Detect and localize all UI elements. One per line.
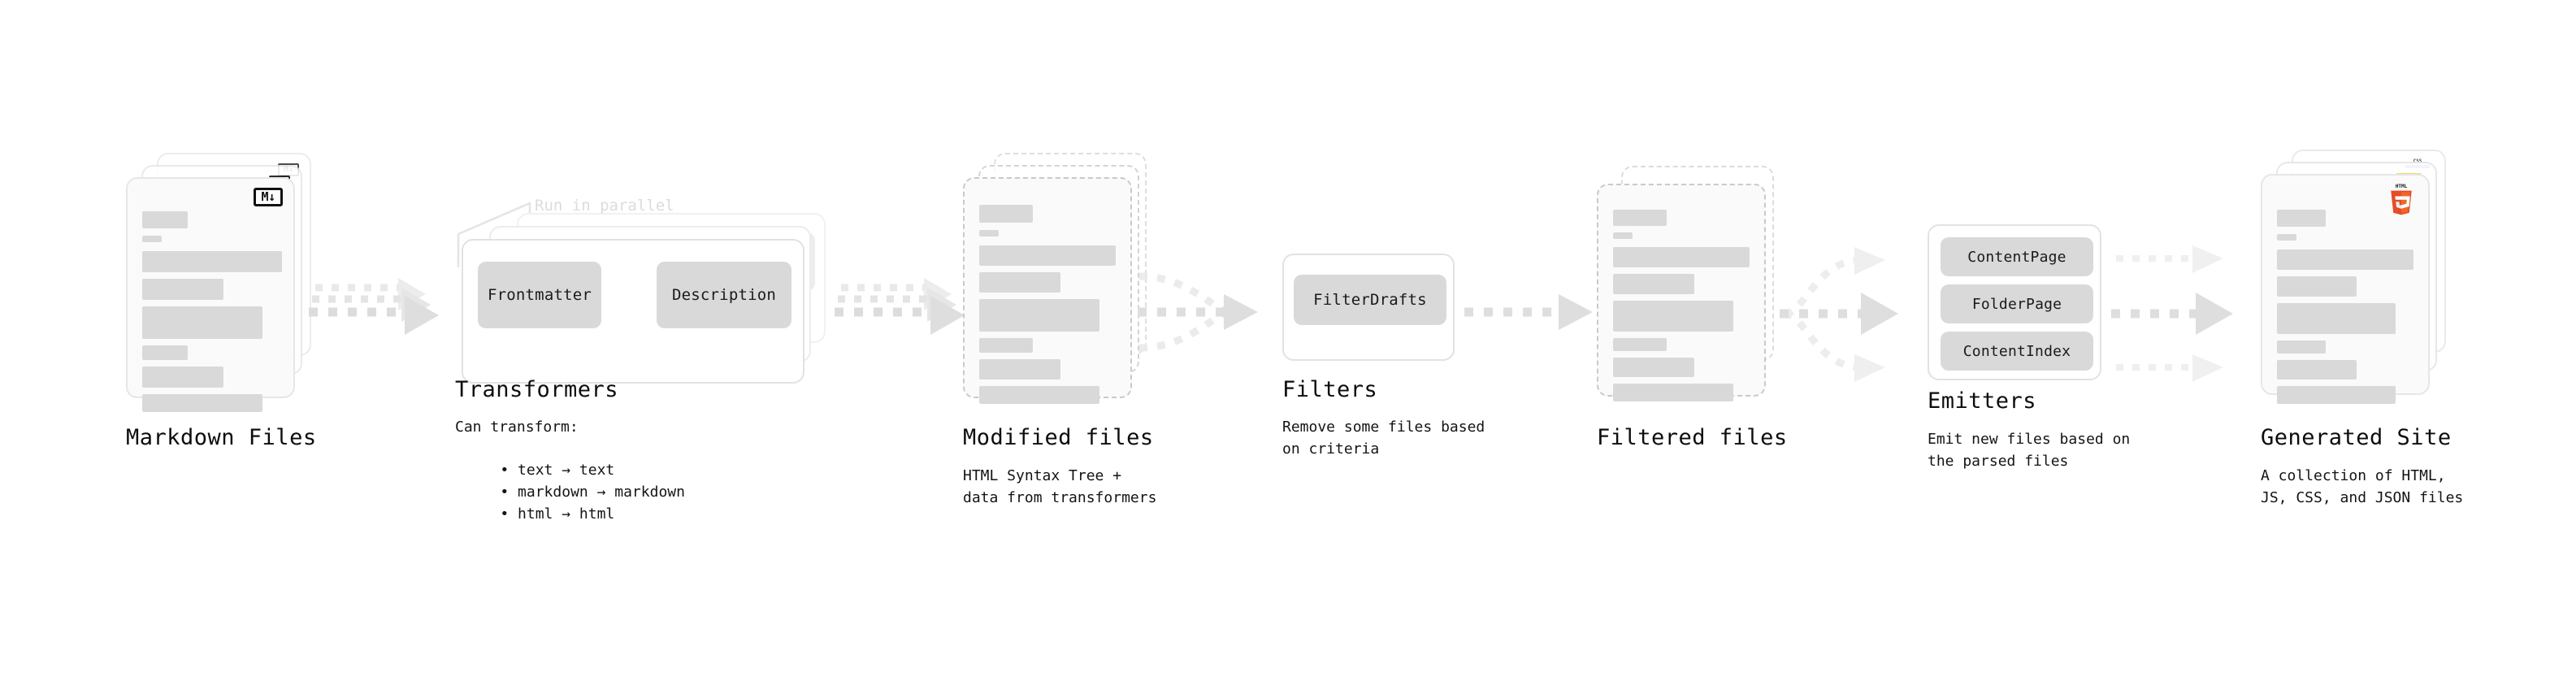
skeleton-bar bbox=[979, 245, 1116, 266]
markdown-icon: M↓ bbox=[254, 188, 283, 206]
stage-subtitle-transformers: Can transform: bbox=[455, 419, 579, 436]
filter-pill-filterdrafts[interactable]: FilterDrafts bbox=[1294, 275, 1446, 325]
skeleton-bar bbox=[1613, 301, 1733, 332]
skeleton-bar bbox=[142, 306, 262, 339]
skeleton-bar bbox=[142, 367, 223, 388]
file-skeleton bbox=[1613, 210, 1750, 401]
transform-bullet-2: • markdown → markdown bbox=[500, 484, 685, 501]
stage-title-modified-files: Modified files bbox=[963, 425, 1154, 450]
html5-icon: HTML bbox=[2387, 182, 2415, 215]
connector-transformers-to-modified bbox=[833, 276, 971, 341]
skeleton-bar bbox=[1613, 384, 1733, 401]
skeleton-bar bbox=[142, 345, 188, 360]
skeleton-bar bbox=[1613, 232, 1633, 239]
file-skeleton bbox=[2277, 210, 2413, 404]
stage-title-transformers: Transformers bbox=[455, 377, 619, 402]
stage-title-filters: Filters bbox=[1282, 377, 1378, 402]
stage-title-filtered-files: Filtered files bbox=[1597, 425, 1788, 450]
site-file-card-html: HTML bbox=[2261, 174, 2430, 404]
skeleton-bar bbox=[1613, 210, 1667, 226]
file-skeleton bbox=[979, 205, 1116, 404]
emitters-box: ContentPage FolderPage ContentIndex bbox=[1928, 224, 2101, 380]
bullet-dot: • bbox=[500, 484, 518, 501]
skeleton-bar bbox=[2277, 249, 2413, 270]
connector-filters-to-filtered bbox=[1463, 289, 1601, 338]
filters-box: FilterDrafts bbox=[1282, 254, 1455, 361]
skeleton-bar bbox=[1613, 247, 1750, 267]
skeleton-bar bbox=[142, 394, 262, 412]
connector-md-to-transformers bbox=[307, 276, 445, 341]
connector-filtered-to-emitters bbox=[1780, 236, 1926, 390]
stage-title-generated-site: Generated Site bbox=[2261, 425, 2452, 450]
stage-subtitle-generated-site: A collection of HTML, JS, CSS, and JSON … bbox=[2261, 467, 2464, 507]
modified-file-card-front bbox=[963, 177, 1132, 404]
svg-text:HTML: HTML bbox=[2396, 184, 2408, 189]
bullet-dot: • bbox=[500, 462, 518, 479]
transform-bullet-3: • html → html bbox=[500, 505, 615, 523]
markdown-file-card-front: M↓ bbox=[126, 177, 295, 412]
connector-emitters-to-site bbox=[2111, 236, 2257, 390]
skeleton-bar bbox=[2277, 210, 2326, 227]
skeleton-bar bbox=[142, 251, 282, 272]
skeleton-bar bbox=[979, 359, 1060, 380]
skeleton-bar bbox=[142, 236, 162, 242]
skeleton-bar bbox=[2277, 303, 2396, 334]
transformer-pill-frontmatter[interactable]: Frontmatter bbox=[478, 262, 601, 328]
emitter-pill-contentindex[interactable]: ContentIndex bbox=[1941, 332, 2093, 371]
stage-title-markdown-files: Markdown Files bbox=[126, 425, 317, 450]
stage-subtitle-filters: Remove some files based on criteria bbox=[1282, 419, 1485, 458]
skeleton-bar bbox=[979, 299, 1099, 332]
stage-title-emitters: Emitters bbox=[1928, 388, 2037, 414]
connector-modified-to-filters bbox=[1136, 260, 1286, 366]
transformer-box-front: Frontmatter Description bbox=[462, 239, 804, 384]
stage-subtitle-modified-files: HTML Syntax Tree + data from transformer… bbox=[963, 467, 1157, 507]
skeleton-bar bbox=[979, 205, 1033, 223]
skeleton-bar bbox=[1613, 358, 1694, 377]
bullet-dot: • bbox=[500, 505, 518, 523]
emitter-pill-contentpage[interactable]: ContentPage bbox=[1941, 237, 2093, 276]
skeleton-bar bbox=[2277, 360, 2357, 380]
skeleton-bar bbox=[1613, 274, 1694, 294]
skeleton-bar bbox=[142, 279, 223, 300]
filtered-file-card-front bbox=[1597, 184, 1766, 401]
run-in-parallel-label: Run in parallel bbox=[535, 197, 674, 215]
emitter-pill-folderpage[interactable]: FolderPage bbox=[1941, 284, 2093, 323]
skeleton-bar bbox=[979, 272, 1060, 293]
file-skeleton bbox=[142, 211, 282, 412]
skeleton-bar bbox=[1613, 338, 1667, 351]
transform-bullet-1: • text → text bbox=[500, 462, 615, 479]
skeleton-bar bbox=[142, 211, 188, 228]
skeleton-bar bbox=[2277, 340, 2326, 354]
skeleton-bar bbox=[979, 386, 1099, 404]
transformer-pill-description[interactable]: Description bbox=[657, 262, 791, 328]
skeleton-bar bbox=[2277, 234, 2296, 241]
skeleton-bar bbox=[979, 230, 999, 236]
skeleton-bar bbox=[2277, 386, 2396, 404]
skeleton-bar bbox=[2277, 276, 2357, 297]
skeleton-bar bbox=[979, 338, 1033, 353]
stage-subtitle-emitters: Emit new files based on the parsed files bbox=[1928, 431, 2131, 471]
